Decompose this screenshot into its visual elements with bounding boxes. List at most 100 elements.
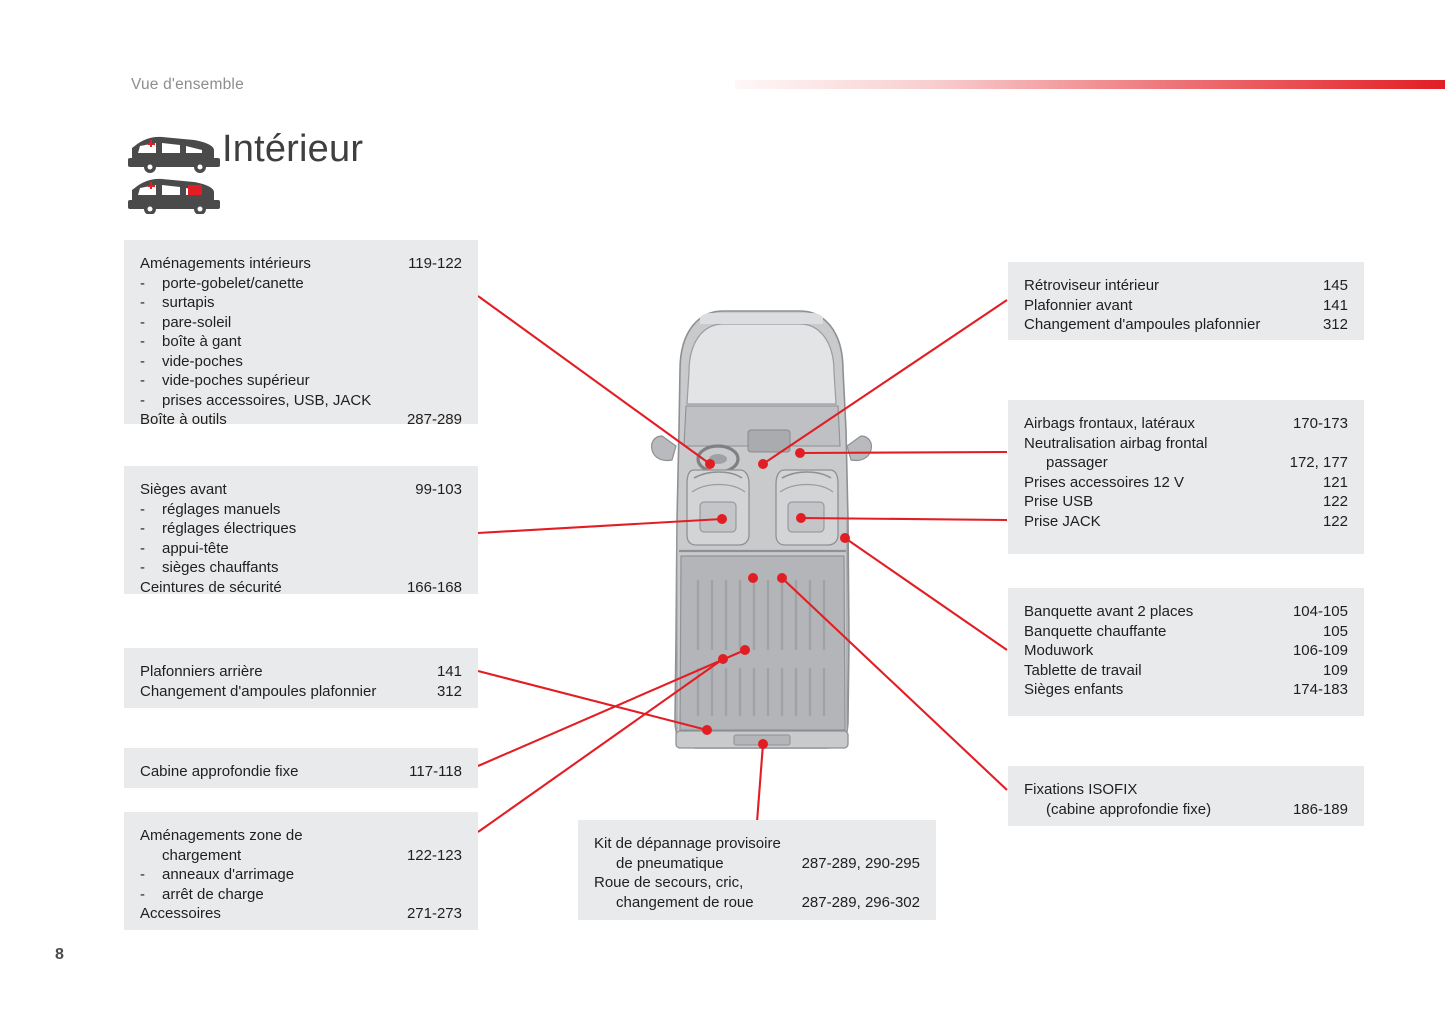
row-page: 172, 177 — [1289, 454, 1348, 471]
box-cabine-approfondie: Cabine approfondie fixe 117-118 — [124, 748, 478, 788]
row-page: 104-105 — [1292, 603, 1348, 620]
row-label: Tablette de travail — [1024, 661, 1142, 679]
table-row: Prise JACK 122 — [1024, 512, 1348, 532]
table-row: - boîte à gant — [140, 332, 462, 352]
table-row: - appui-tête — [140, 539, 462, 559]
row-label: Plafonniers arrière — [140, 663, 263, 680]
table-row: Rétroviseur intérieur 145 — [1024, 276, 1348, 296]
box-retroviseur: Rétroviseur intérieur 145 Plafonnier ava… — [1008, 262, 1364, 340]
row-label: prises accessoires, USB, JACK — [162, 391, 372, 409]
row-dash: - — [140, 313, 145, 331]
row-label: chargement — [162, 846, 242, 864]
row-label: Aménagements zone de — [140, 827, 303, 844]
table-row: Prise USB 122 — [1024, 492, 1348, 512]
row-label: Prise USB — [1024, 493, 1094, 510]
row-dash: - — [140, 352, 145, 370]
table-row: Banquette avant 2 places 104-105 — [1024, 602, 1348, 622]
row-page: 312 — [1322, 316, 1348, 333]
car-body — [650, 310, 873, 749]
row-dash: - — [140, 391, 145, 409]
row-label: (cabine approfondie fixe) — [1046, 800, 1212, 818]
table-row: Aménagements intérieurs 119-122 — [140, 254, 462, 274]
row-page: 119-122 — [408, 255, 462, 272]
row-page: 121 — [1322, 473, 1348, 491]
row-label: pare-soleil — [162, 313, 232, 331]
row-page: 122 — [1322, 493, 1348, 510]
row-label: surtapis — [162, 294, 215, 311]
row-page: 141 — [1322, 296, 1348, 314]
row-label: porte-gobelet/canette — [162, 274, 304, 292]
table-row: Changement d'ampoules plafonnier 312 — [1024, 315, 1348, 335]
box-isofix: Fixations ISOFIX (cabine approfondie fix… — [1008, 766, 1364, 826]
row-dash: - — [140, 372, 145, 389]
row-label: appui-tête — [162, 539, 229, 557]
table-row: Prises accessoires 12 V 121 — [1024, 473, 1348, 493]
row-label: Changement d'ampoules plafonnier — [140, 682, 377, 700]
row-page: 109 — [1322, 661, 1348, 679]
row-dash: - — [140, 500, 145, 518]
row-dash: - — [140, 274, 145, 292]
table-row: Roue de secours, cric, — [594, 873, 920, 893]
row-label: Boîte à outils — [140, 411, 227, 428]
row-label: Neutralisation airbag frontal — [1024, 434, 1208, 452]
row-dash: - — [140, 294, 145, 311]
table-row: chargement 122-123 — [140, 846, 462, 866]
header-accent-bar — [735, 80, 1445, 89]
row-label: Airbags frontaux, latéraux — [1024, 415, 1195, 432]
row-page: 271-273 — [406, 905, 462, 922]
row-label: anneaux d'arrimage — [162, 866, 295, 883]
row-page: 141 — [436, 663, 462, 680]
row-label: Ceintures de sécurité — [140, 578, 282, 596]
page-number: 8 — [55, 946, 64, 963]
row-dash: - — [140, 333, 145, 350]
table-row: Sièges avant 99-103 — [140, 480, 462, 500]
table-row: Cabine approfondie fixe 117-118 — [140, 762, 462, 782]
table-row: Banquette chauffante 105 — [1024, 622, 1348, 642]
row-label: vide-poches — [162, 352, 243, 370]
row-page: 122 — [1322, 512, 1348, 530]
table-row: - réglages manuels — [140, 500, 462, 520]
row-label: Fixations ISOFIX — [1024, 781, 1138, 798]
page-title: Intérieur — [222, 128, 364, 170]
row-label: Banquette chauffante — [1024, 622, 1167, 640]
row-label: Aménagements intérieurs — [140, 255, 311, 272]
table-row: Boîte à outils 287-289 — [140, 410, 462, 430]
table-row: passager 172, 177 — [1024, 453, 1348, 473]
table-row: - sièges chauffants — [140, 558, 462, 578]
table-row: Aménagements zone de — [140, 826, 462, 846]
box-zone-chargement: Aménagements zone de chargement 122-123 … — [124, 812, 478, 930]
row-label: Rétroviseur intérieur — [1024, 277, 1160, 294]
table-row: Sièges enfants 174-183 — [1024, 680, 1348, 700]
table-row: Tablette de travail 109 — [1024, 661, 1348, 681]
row-label: sièges chauffants — [162, 559, 279, 576]
row-label: Banquette avant 2 places — [1024, 603, 1194, 620]
row-page: 166-168 — [406, 578, 462, 596]
row-label: Sièges avant — [140, 481, 227, 498]
row-page: 287-289, 296-302 — [801, 893, 920, 911]
row-page: 105 — [1322, 622, 1348, 640]
row-label: Moduwork — [1024, 642, 1094, 659]
box-airbags: Airbags frontaux, latéraux 170-173 Neutr… — [1008, 400, 1364, 554]
row-label: Accessoires — [140, 905, 221, 922]
section-label: Vue d'ensemble — [131, 76, 244, 93]
box-plafonniers-arriere: Plafonniers arrière 141 Changement d'amp… — [124, 648, 478, 708]
row-label: Kit de dépannage provisoire — [594, 835, 781, 852]
row-page: 312 — [436, 682, 462, 700]
table-row: - réglages électriques — [140, 519, 462, 539]
table-row: - vide-poches supérieur — [140, 371, 462, 391]
table-row: Moduwork 106-109 — [1024, 641, 1348, 661]
row-page: 99-103 — [415, 481, 462, 498]
table-row: - arrêt de charge — [140, 885, 462, 905]
row-label: Changement d'ampoules plafonnier — [1024, 316, 1261, 333]
row-label: réglages manuels — [162, 500, 281, 518]
row-page: 117-118 — [409, 763, 462, 780]
table-row: Changement d'ampoules plafonnier 312 — [140, 682, 462, 702]
table-row: (cabine approfondie fixe) 186-189 — [1024, 800, 1348, 820]
table-row: Kit de dépannage provisoire — [594, 834, 920, 854]
row-label: changement de roue — [616, 893, 754, 911]
row-label: Cabine approfondie fixe — [140, 763, 299, 780]
row-label: Prises accessoires 12 V — [1024, 473, 1185, 491]
box-kit-depannage: Kit de dépannage provisoire de pneumatiq… — [578, 820, 936, 920]
table-row: - porte-gobelet/canette — [140, 274, 462, 294]
box-amenagements-interieurs: Aménagements intérieurs 119-122 - porte-… — [124, 240, 478, 428]
